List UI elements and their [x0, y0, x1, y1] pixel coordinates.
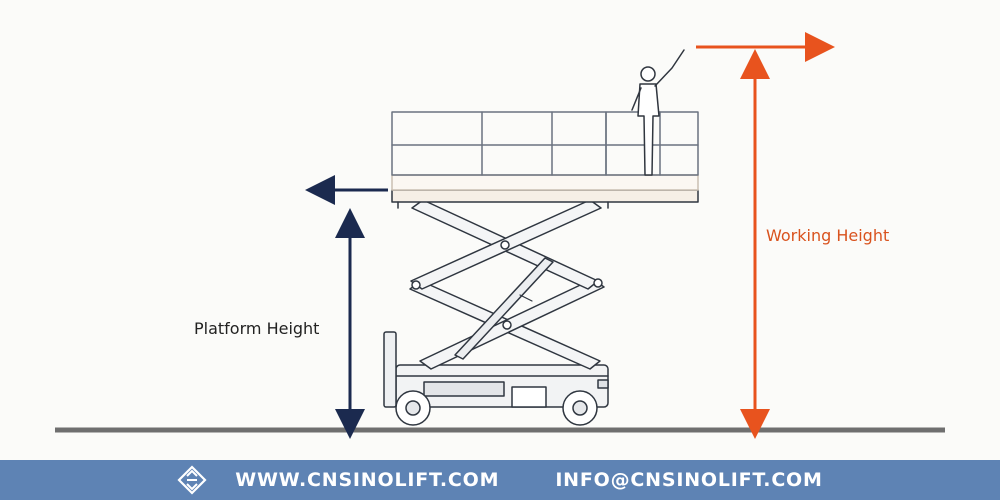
diamond-logo-icon [177, 465, 207, 495]
footer-bar: WWW.CNSINOLIFT.COM INFO@CNSINOLIFT.COM [0, 460, 1000, 500]
lift-chassis [383, 331, 609, 408]
hydraulic-cylinder [454, 257, 554, 360]
footer-email-link[interactable]: INFO@CNSINOLIFT.COM [555, 469, 823, 491]
platform-height-label: Platform Height [194, 319, 320, 338]
scissor-arms [409, 199, 605, 370]
scissor-lift-illustration [383, 49, 699, 426]
working-height-indicator [696, 32, 835, 439]
worker-figure [631, 49, 685, 176]
lift-wheels [395, 390, 598, 426]
footer-website-link[interactable]: WWW.CNSINOLIFT.COM [235, 469, 500, 491]
scissor-lift-diagram [55, 32, 945, 439]
platform-height-indicator [305, 175, 388, 439]
working-height-label: Working Height [766, 226, 890, 245]
platform-deck [391, 174, 699, 209]
